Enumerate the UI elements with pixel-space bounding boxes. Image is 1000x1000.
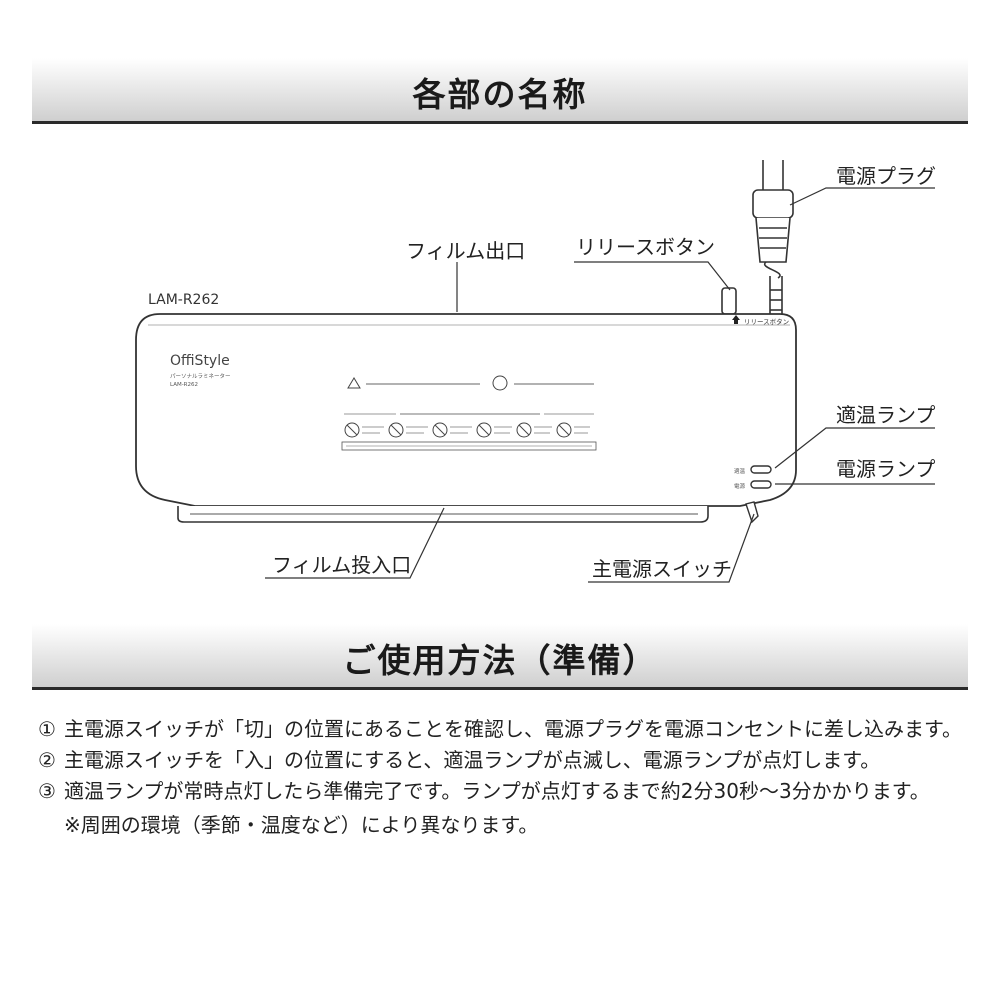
label-film-inlet: フィルム投入口	[272, 553, 411, 577]
leader-release	[574, 261, 731, 291]
label-temp-lamp: 適温ランプ	[836, 403, 935, 427]
leader-temp-lamp	[774, 427, 935, 469]
label-release-button: リリースボタン	[576, 235, 715, 259]
label-power-plug: 電源プラグ	[836, 164, 936, 188]
step-1: ① 主電源スイッチが「切」の位置にあることを確認し、電源プラグを電源コンセントに…	[38, 714, 968, 745]
section-title-parts: 各部の名称	[412, 75, 588, 114]
label-film-exit: フィルム出口	[406, 239, 525, 263]
step-text: 主電源スイッチが「切」の位置にあることを確認し、電源プラグを電源コンセントに差し…	[64, 717, 962, 741]
power-lamp	[750, 480, 772, 489]
step-number: ③	[38, 779, 56, 803]
laminator-diagram: LAM-R262 OffiStyle パーソナルラミネーター LAM-R262 …	[135, 160, 936, 583]
power-cord	[752, 160, 794, 318]
laminator-body	[135, 313, 797, 507]
main-power-switch	[745, 501, 759, 524]
step-2: ② 主電源スイッチを「入」の位置にすると、適温ランプが点滅し、電源ランプが点灯し…	[38, 745, 968, 776]
release-button-nub	[721, 287, 737, 315]
leader-film-inlet	[265, 507, 445, 579]
note-text: ※周囲の環境（季節・温度など）により異なります。	[64, 813, 539, 837]
step-text: 適温ランプが常時点灯したら準備完了です。ランプが点灯するまで約2分30秒〜3分か…	[64, 779, 930, 803]
model-label: LAM-R262	[148, 292, 219, 308]
step-text: 主電源スイッチを「入」の位置にすると、適温ランプが点滅し、電源ランプが点灯します…	[64, 748, 881, 772]
step-number: ①	[38, 717, 56, 741]
usage-steps: ① 主電源スイッチが「切」の位置にあることを確認し、電源プラグを電源コンセントに…	[38, 714, 968, 841]
section-header-parts: 各部の名称	[32, 58, 968, 124]
leader-main-switch	[588, 513, 755, 583]
section-header-usage: ご使用方法（準備）	[32, 624, 968, 690]
section-title-usage: ご使用方法（準備）	[342, 641, 658, 680]
label-main-switch: 主電源スイッチ	[592, 557, 732, 581]
step-3: ③ 適温ランプが常時点灯したら準備完了です。ランプが点灯するまで約2分30秒〜3…	[38, 776, 968, 807]
label-power-lamp: 電源ランプ	[836, 457, 935, 481]
release-arrow-icon	[732, 315, 740, 324]
caution-panel	[341, 375, 597, 451]
lamp-small-power: 電源	[734, 482, 746, 490]
leader-power-plug	[789, 187, 935, 206]
release-label-small: リリースボタン	[744, 317, 789, 326]
device-subtitle: パーソナルラミネーター	[170, 372, 231, 380]
device-model-small: LAM-R262	[170, 382, 198, 388]
brand-logo: OffiStyle	[170, 353, 230, 369]
temp-lamp	[750, 465, 772, 474]
step-number: ②	[38, 748, 56, 772]
lamp-small-temp: 適温	[734, 467, 746, 475]
